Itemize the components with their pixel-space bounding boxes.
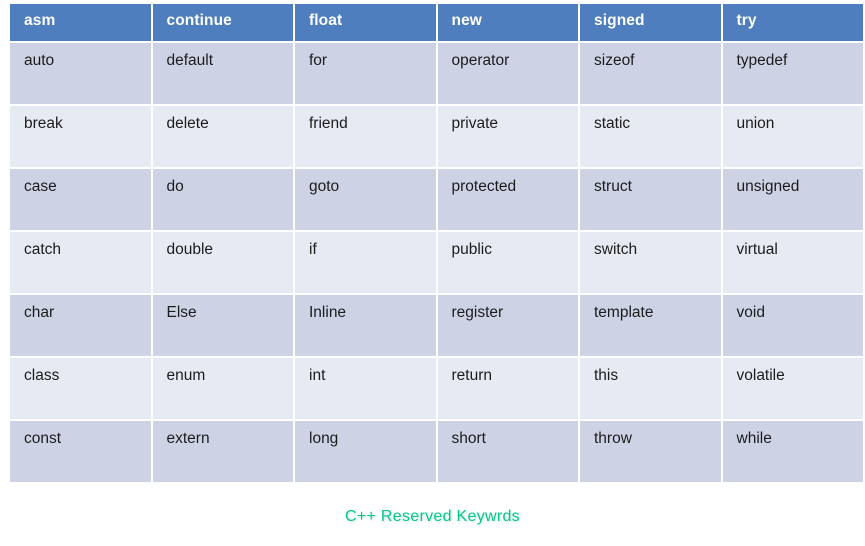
keywords-table-container: asm continue float new signed try auto d…	[8, 2, 863, 484]
keyword-cell: friend	[295, 106, 436, 167]
table-row: const extern long short throw while	[10, 421, 863, 482]
column-header-5: signed	[580, 4, 721, 41]
keyword-cell: while	[722, 421, 863, 482]
keyword-cell: Inline	[295, 295, 436, 356]
keyword-cell: int	[295, 358, 436, 419]
keyword-cell: delete	[152, 106, 293, 167]
keyword-cell: return	[437, 358, 578, 419]
keyword-cell: typedef	[722, 43, 863, 104]
keyword-cell: default	[152, 43, 293, 104]
keyword-cell: static	[580, 106, 721, 167]
table-row: class enum int return this volatile	[10, 358, 863, 419]
keyword-cell: break	[10, 106, 151, 167]
keyword-cell: if	[295, 232, 436, 293]
table-row: catch double if public switch virtual	[10, 232, 863, 293]
keyword-cell: private	[437, 106, 578, 167]
keyword-cell: case	[10, 169, 151, 230]
table-row: case do goto protected struct unsigned	[10, 169, 863, 230]
table-row: auto default for operator sizeof typedef	[10, 43, 863, 104]
keyword-cell: this	[580, 358, 721, 419]
keyword-cell: virtual	[722, 232, 863, 293]
keyword-cell: sizeof	[580, 43, 721, 104]
keyword-cell: public	[437, 232, 578, 293]
keyword-cell: extern	[152, 421, 293, 482]
keyword-cell: short	[437, 421, 578, 482]
keyword-cell: catch	[10, 232, 151, 293]
keyword-cell: union	[722, 106, 863, 167]
keyword-cell: class	[10, 358, 151, 419]
keyword-cell: char	[10, 295, 151, 356]
column-header-1: asm	[10, 4, 151, 41]
column-header-4: new	[437, 4, 578, 41]
keyword-cell: for	[295, 43, 436, 104]
keyword-cell: switch	[580, 232, 721, 293]
keyword-cell: long	[295, 421, 436, 482]
column-header-3: float	[295, 4, 436, 41]
keyword-cell: double	[152, 232, 293, 293]
table-header-row: asm continue float new signed try	[10, 4, 863, 41]
keyword-cell: auto	[10, 43, 151, 104]
column-header-2: continue	[152, 4, 293, 41]
keyword-cell: register	[437, 295, 578, 356]
keyword-cell: protected	[437, 169, 578, 230]
keyword-cell: void	[722, 295, 863, 356]
keyword-cell: throw	[580, 421, 721, 482]
table-row: break delete friend private static union	[10, 106, 863, 167]
keyword-cell: const	[10, 421, 151, 482]
keyword-cell: Else	[152, 295, 293, 356]
table-header: asm continue float new signed try	[10, 4, 863, 41]
cpp-reserved-keywords-table: asm continue float new signed try auto d…	[8, 2, 865, 484]
table-caption: C++ Reserved Keywrds	[345, 508, 520, 525]
keyword-cell: unsigned	[722, 169, 863, 230]
column-header-6: try	[722, 4, 863, 41]
keyword-cell: operator	[437, 43, 578, 104]
keyword-cell: enum	[152, 358, 293, 419]
keyword-cell: goto	[295, 169, 436, 230]
keyword-cell: template	[580, 295, 721, 356]
table-row: char Else Inline register template void	[10, 295, 863, 356]
table-body: auto default for operator sizeof typedef…	[10, 43, 863, 482]
keyword-cell: struct	[580, 169, 721, 230]
keyword-cell: volatile	[722, 358, 863, 419]
keyword-cell: do	[152, 169, 293, 230]
